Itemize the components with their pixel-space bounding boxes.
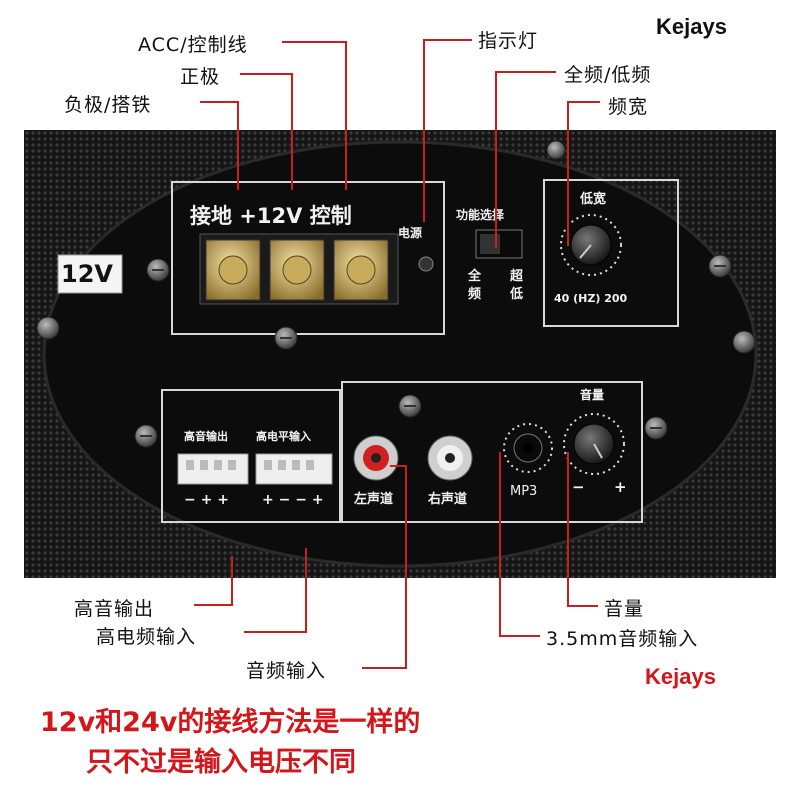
callout-bandwidth: 频宽 xyxy=(608,96,649,118)
amplifier-panel: 12V 接地 +12V 控制 电源 功能选择 全频 超低 低宽 40 (HZ) … xyxy=(24,130,776,578)
volume-plus: + xyxy=(614,478,627,496)
terminal-header: 接地 +12V 控制 xyxy=(190,204,352,228)
callout-positive: 正极 xyxy=(180,66,221,88)
lowpass-title: 低宽 xyxy=(580,192,607,207)
power-led-label: 电源 xyxy=(398,226,423,240)
rca-right-label: 右声道 xyxy=(428,492,468,507)
note-line-1: 12v和24v的接线方法是一样的 xyxy=(40,707,421,738)
callout-tweeter-out: 高音输出 xyxy=(74,598,155,620)
switch-left-label: 全频 xyxy=(468,269,482,302)
callout-aux-in: 3.5mm音频输入 xyxy=(546,628,699,650)
rca-left-label: 左声道 xyxy=(354,492,394,507)
volume-title: 音量 xyxy=(580,388,605,402)
callout-audio-in: 音频输入 xyxy=(246,660,327,682)
switch-right-label: 超低 xyxy=(510,269,524,302)
note-line-2: 只不过是输入电压不同 xyxy=(86,747,356,778)
high-level-label: 高电平输入 xyxy=(256,430,311,443)
callout-full-low: 全频/低频 xyxy=(564,64,652,86)
panel-graphics xyxy=(24,130,776,578)
brand-logo-bottom: Kejays xyxy=(645,664,716,689)
terminal-block xyxy=(199,233,399,305)
lowpass-range: 40 (HZ) 200 xyxy=(554,292,628,305)
callout-indicator: 指示灯 xyxy=(478,30,539,52)
tweeter-out-label: 高音输出 xyxy=(184,430,228,443)
callout-volume: 音量 xyxy=(604,598,645,620)
mp3-label: MP3 xyxy=(510,484,538,499)
callout-negative: 负极/搭铁 xyxy=(64,94,152,116)
tweeter-polarity: − + + xyxy=(184,492,229,508)
callout-acc: ACC/控制线 xyxy=(138,34,248,56)
high-level-polarity: + − − + xyxy=(262,492,324,508)
voltage-badge: 12V xyxy=(61,260,113,288)
callout-high-level-in: 高电频输入 xyxy=(96,626,197,648)
brand-logo-top: Kejays xyxy=(656,14,727,39)
function-select-label: 功能选择 xyxy=(456,208,505,222)
volume-minus: − xyxy=(572,478,585,496)
